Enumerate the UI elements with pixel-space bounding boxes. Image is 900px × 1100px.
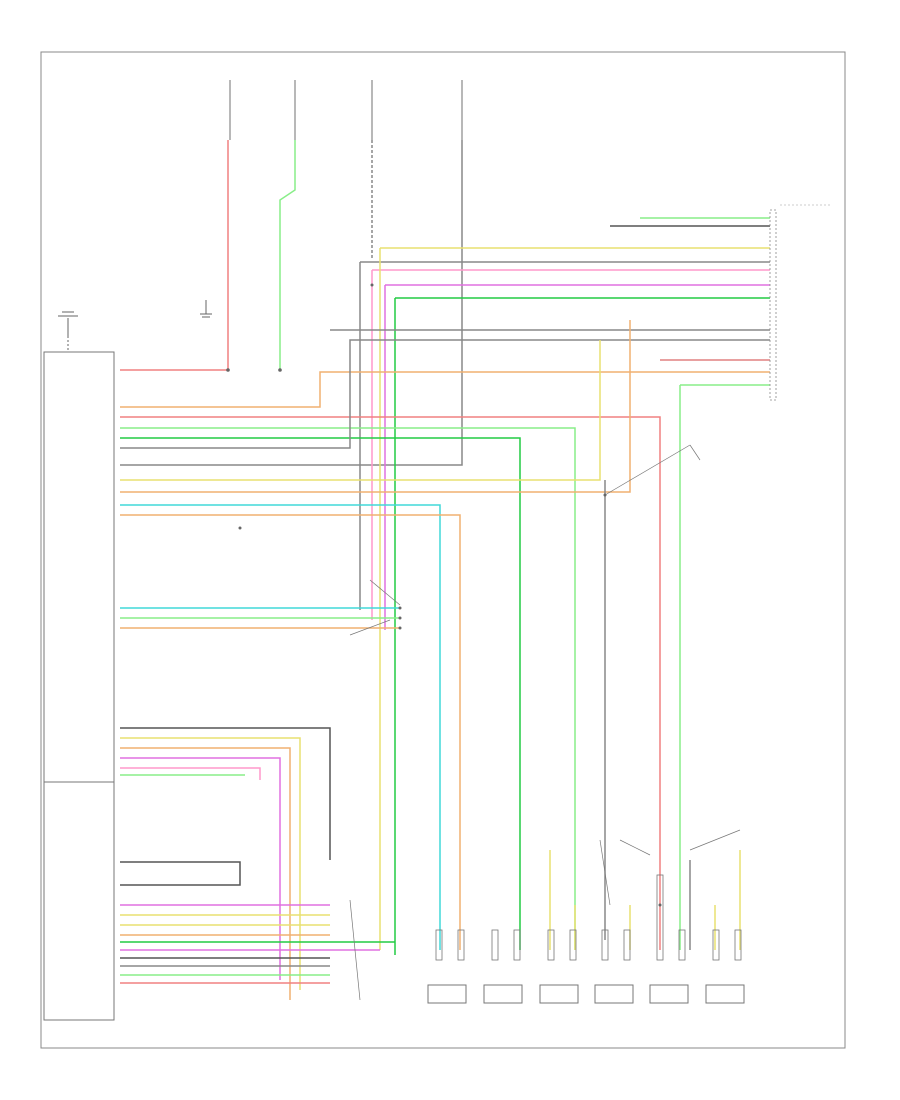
antenna-icon: [58, 311, 78, 352]
lower-module-box: [43, 781, 115, 1021]
speaker-right-front: [483, 929, 523, 1004]
lower-harness: [120, 607, 400, 1000]
leader-lines: [349, 444, 741, 1001]
diagram-frame: [40, 51, 846, 1049]
splice-dots: [226, 283, 662, 907]
speaker-right-rear: [705, 929, 745, 1004]
right-connector: [769, 209, 777, 401]
speaker-feeds: [549, 480, 741, 950]
fuse-feeds: [229, 80, 463, 140]
radio-module-box: [43, 351, 115, 783]
ground-icon: [200, 300, 212, 318]
speaker-left-rear: [539, 929, 579, 1004]
speaker-left-front: [427, 929, 467, 1004]
speaker-left-door: [594, 929, 634, 1004]
speaker-right-door: [649, 874, 689, 1004]
upper-harness: [359, 217, 770, 955]
middle-harness: [120, 320, 770, 950]
